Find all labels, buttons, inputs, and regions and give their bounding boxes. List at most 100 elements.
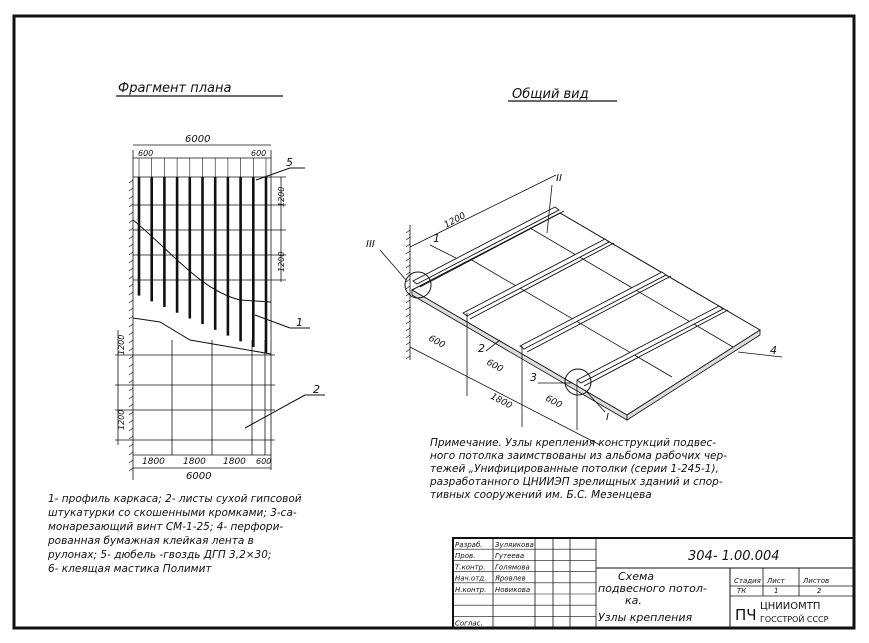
- plan-dim-bottom-4: 600: [256, 457, 271, 466]
- wall-hatch: [128, 395, 134, 400]
- wall-hatch: [405, 306, 411, 311]
- wall-hatch: [128, 243, 134, 248]
- plan-grid: [115, 144, 286, 480]
- sheet-frame: [12, 14, 856, 630]
- view-callout-2: 2: [478, 342, 485, 355]
- wall-hatch: [128, 355, 134, 360]
- wall-hatch: [405, 229, 411, 234]
- wall-hatch: [405, 313, 411, 318]
- profile-flange: [583, 309, 729, 387]
- signatory-role: Пров.: [455, 552, 475, 560]
- plan-dim-bottom-total: 6000: [186, 471, 211, 482]
- wall-hatch: [405, 341, 411, 346]
- wall-hatch: [128, 195, 134, 200]
- node-circle: [564, 368, 592, 396]
- signatory-name: Голямова: [495, 563, 530, 571]
- ceiling-profile: [462, 238, 610, 317]
- sheet-value: 1: [774, 587, 778, 595]
- node-label-1: I: [606, 412, 609, 423]
- signatory-role: Н.контр.: [455, 586, 486, 594]
- note-line: тивных сооружений им. Б.С. Мезенцева: [430, 489, 652, 501]
- legend-line: рованная бумажная клейкая лента в: [47, 535, 254, 547]
- signatory-name: Новикова: [495, 586, 530, 594]
- wall-hatch: [128, 419, 134, 424]
- wall-hatch: [405, 278, 411, 283]
- plan-callout-2: 2: [313, 383, 320, 396]
- note: Примечание. Узлы крепления конструкций п…: [429, 437, 727, 501]
- wall-hatch: [405, 299, 411, 304]
- wall-hatch: [128, 251, 134, 256]
- wall-hatch: [128, 315, 134, 320]
- general-view: Общий вид 1200 600 600 600 1800 1 2 3 4 …: [366, 87, 783, 446]
- wall-hatch: [405, 327, 411, 332]
- legend-line: монарезающий винт СМ-1-25; 4- перфори-: [48, 521, 283, 533]
- wall-hatch: [128, 179, 134, 184]
- plan-fragment: Фрагмент плана 6000 600 600 1200 1200 12…: [115, 81, 325, 482]
- plan-dim-left-bottom: 1200: [117, 410, 126, 430]
- signatory-role: Разраб.: [455, 541, 483, 549]
- leader-line: [429, 244, 457, 259]
- dimension-line: [409, 346, 601, 446]
- leader-line: [379, 249, 407, 281]
- plan-dim-bottom-3: 1800: [223, 457, 246, 467]
- plan-dim-right-bottom: 1200: [277, 252, 286, 272]
- wall-hatch: [128, 187, 134, 192]
- legend-line: рулонах; 5- дюбель -гвоздь ДГП 3,2×30;: [47, 549, 271, 561]
- note-line: ного потолка заимствованы из альбома раб…: [430, 450, 727, 462]
- plan-callout-1: 1: [296, 316, 303, 329]
- stage-value: ТК: [737, 587, 747, 595]
- wall-hatch: [128, 371, 134, 376]
- wall-hatch: [128, 259, 134, 264]
- wall-hatch: [128, 299, 134, 304]
- plan-dim-top-total: 6000: [185, 134, 210, 145]
- wall-hatch: [405, 285, 411, 290]
- org-name: ГОССТРОЙ СССР: [760, 613, 829, 624]
- drawing-code: 304- 1.00.004: [688, 549, 780, 564]
- sheets-header: Листов: [802, 577, 829, 585]
- view-dim-1800: 1800: [489, 392, 514, 412]
- plan-dim-left-top: 1200: [117, 335, 126, 355]
- profile-flange: [419, 210, 565, 288]
- wall-hatch: [405, 236, 411, 241]
- view-dim-600c: 600: [544, 394, 564, 411]
- wall-hatch: [128, 275, 134, 280]
- view-title: Общий вид: [512, 87, 589, 102]
- signatory-name: Зуляикова: [495, 541, 534, 549]
- wall-hatch: [128, 379, 134, 384]
- wall-hatch: [128, 459, 134, 464]
- view-callout-1: 1: [433, 232, 440, 245]
- sheet-header: Лист: [766, 577, 786, 585]
- org-name: ЦНИИОМТП: [760, 601, 820, 612]
- view-callout-4: 4: [770, 344, 777, 357]
- wall-hatch: [128, 435, 134, 440]
- view-callout-3: 3: [530, 371, 537, 384]
- wall-hatch: [128, 235, 134, 240]
- wall-hatch: [128, 323, 134, 328]
- drawing-name-line: Схема: [618, 570, 654, 583]
- leader-line: [546, 184, 553, 234]
- wall-hatch: [128, 227, 134, 232]
- title-block: Разраб.ЗуляиковаПров.ГутееваТ.контр.Голя…: [452, 537, 855, 629]
- wall-hatch: [405, 257, 411, 262]
- wall-hatch: [405, 250, 411, 255]
- wall-hatch: [128, 387, 134, 392]
- plan-callout-5: 5: [286, 156, 293, 169]
- leader-line: [485, 339, 501, 352]
- view-dim-600a: 600: [427, 334, 447, 351]
- wall-hatch: [128, 403, 134, 408]
- drawing-name-line: подвесного потол-: [598, 582, 707, 595]
- view-dim-600b: 600: [485, 358, 505, 375]
- drawing-name-line: ка.: [625, 594, 642, 607]
- wall-hatch: [128, 267, 134, 272]
- wall-hatch: [405, 292, 411, 297]
- break-line: [132, 219, 272, 355]
- plan-dim-top-left: 600: [138, 149, 153, 158]
- legend-line: 6- клеящая мастика Полимит: [48, 563, 212, 575]
- leader-line: [737, 351, 783, 358]
- dimension-line: [409, 174, 557, 248]
- wall-hatch: [128, 451, 134, 456]
- wall-hatch: [128, 347, 134, 352]
- wall-hatch: [405, 264, 411, 269]
- plan-dim-bottom-2: 1800: [183, 457, 206, 467]
